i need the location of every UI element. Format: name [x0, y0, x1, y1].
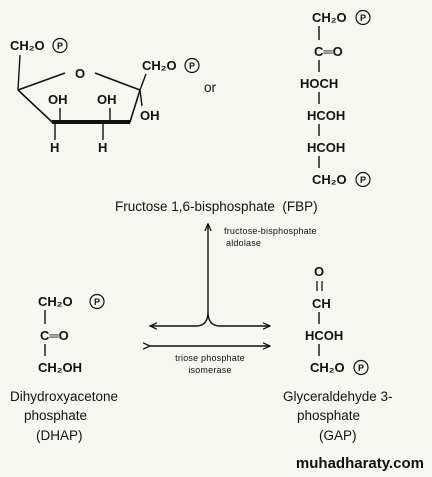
- reaction-arrows: [150, 224, 270, 346]
- aldolase-label-line1: fructose-bisphosphate: [224, 226, 317, 236]
- phosphate-circle-icon: P: [89, 293, 105, 310]
- isomerase-label-line1: triose phosphate: [175, 353, 245, 363]
- watermark-text: muhadharaty.com: [296, 455, 424, 472]
- ring-bond: [17, 54, 21, 91]
- phosphate-symbol: P: [189, 61, 195, 71]
- fbp-label: Fructose 1,6-bisphosphate (FBP): [115, 199, 318, 214]
- gap-line2: CH: [312, 296, 331, 311]
- fbp-line5: HCOH: [307, 140, 345, 155]
- fbp-line6: CH₂O: [312, 172, 347, 187]
- fbp-line2: C═O: [314, 44, 343, 59]
- dhap-name-line1: Dihydroxyacetone: [10, 389, 118, 404]
- arrow-split: [195, 311, 221, 327]
- gap-line3: HCOH: [305, 328, 343, 343]
- phosphate-circle-icon: P: [52, 37, 68, 54]
- fbp-line4: HCOH: [307, 108, 345, 123]
- phosphate-symbol: P: [360, 175, 366, 185]
- ring-oh-c4: OH: [97, 92, 117, 107]
- dhap-name-line2: phosphate: [24, 408, 87, 423]
- phosphate-circle-icon: P: [355, 171, 371, 188]
- phosphate-symbol: P: [94, 297, 100, 307]
- phosphate-circle-icon: P: [355, 9, 371, 26]
- dhap-line2: C═O: [40, 328, 69, 343]
- phosphate-symbol: P: [57, 41, 63, 51]
- dhap-line1: CH₂O: [38, 294, 73, 309]
- gap-structure: O CH HCOH CH₂O P: [305, 264, 369, 376]
- gap-name-line3: (GAP): [319, 428, 357, 443]
- dhap-line3: CH₂OH: [38, 360, 82, 375]
- phosphate-circle-icon: P: [184, 57, 200, 74]
- phosphate-symbol: P: [358, 363, 364, 373]
- fbp-line3: HOCH: [300, 76, 338, 91]
- fbp-chain-structure: CH₂O P C═O HOCH HCOH HCOH CH₂O P: [300, 9, 371, 188]
- dhap-structure: CH₂O P C═O CH₂OH: [38, 293, 105, 375]
- gap-line4: CH₂O: [310, 360, 345, 375]
- ring-bond: [139, 73, 147, 91]
- ring-ch2op-right: CH₂O: [142, 58, 177, 73]
- ring-oxygen: O: [75, 66, 85, 81]
- dhap-name-line3: (DHAP): [36, 428, 83, 443]
- ring-ch2op-left: CH₂O: [10, 38, 45, 53]
- fbp-line1: CH₂O: [312, 10, 347, 25]
- ring-bond: [139, 89, 143, 107]
- ring-h-c4: H: [98, 140, 107, 155]
- or-text: or: [204, 80, 217, 95]
- ring-oh-anomeric: OH: [140, 108, 160, 123]
- fructose-ring-structure: CH₂O P O CH₂O P OH OH H OH H: [10, 37, 200, 155]
- isomerase-label-line2: isomerase: [188, 365, 231, 375]
- ring-oh-c3: OH: [48, 92, 68, 107]
- phosphate-symbol: P: [360, 13, 366, 23]
- aldolase-label-line2: aldolase: [226, 238, 261, 248]
- gap-line1: O: [314, 264, 324, 279]
- gap-name-line1: Glyceraldehyde 3-: [283, 389, 393, 404]
- gap-name-line2: phosphate: [297, 408, 360, 423]
- ring-h-c3: H: [50, 140, 59, 155]
- phosphate-circle-icon: P: [353, 359, 369, 376]
